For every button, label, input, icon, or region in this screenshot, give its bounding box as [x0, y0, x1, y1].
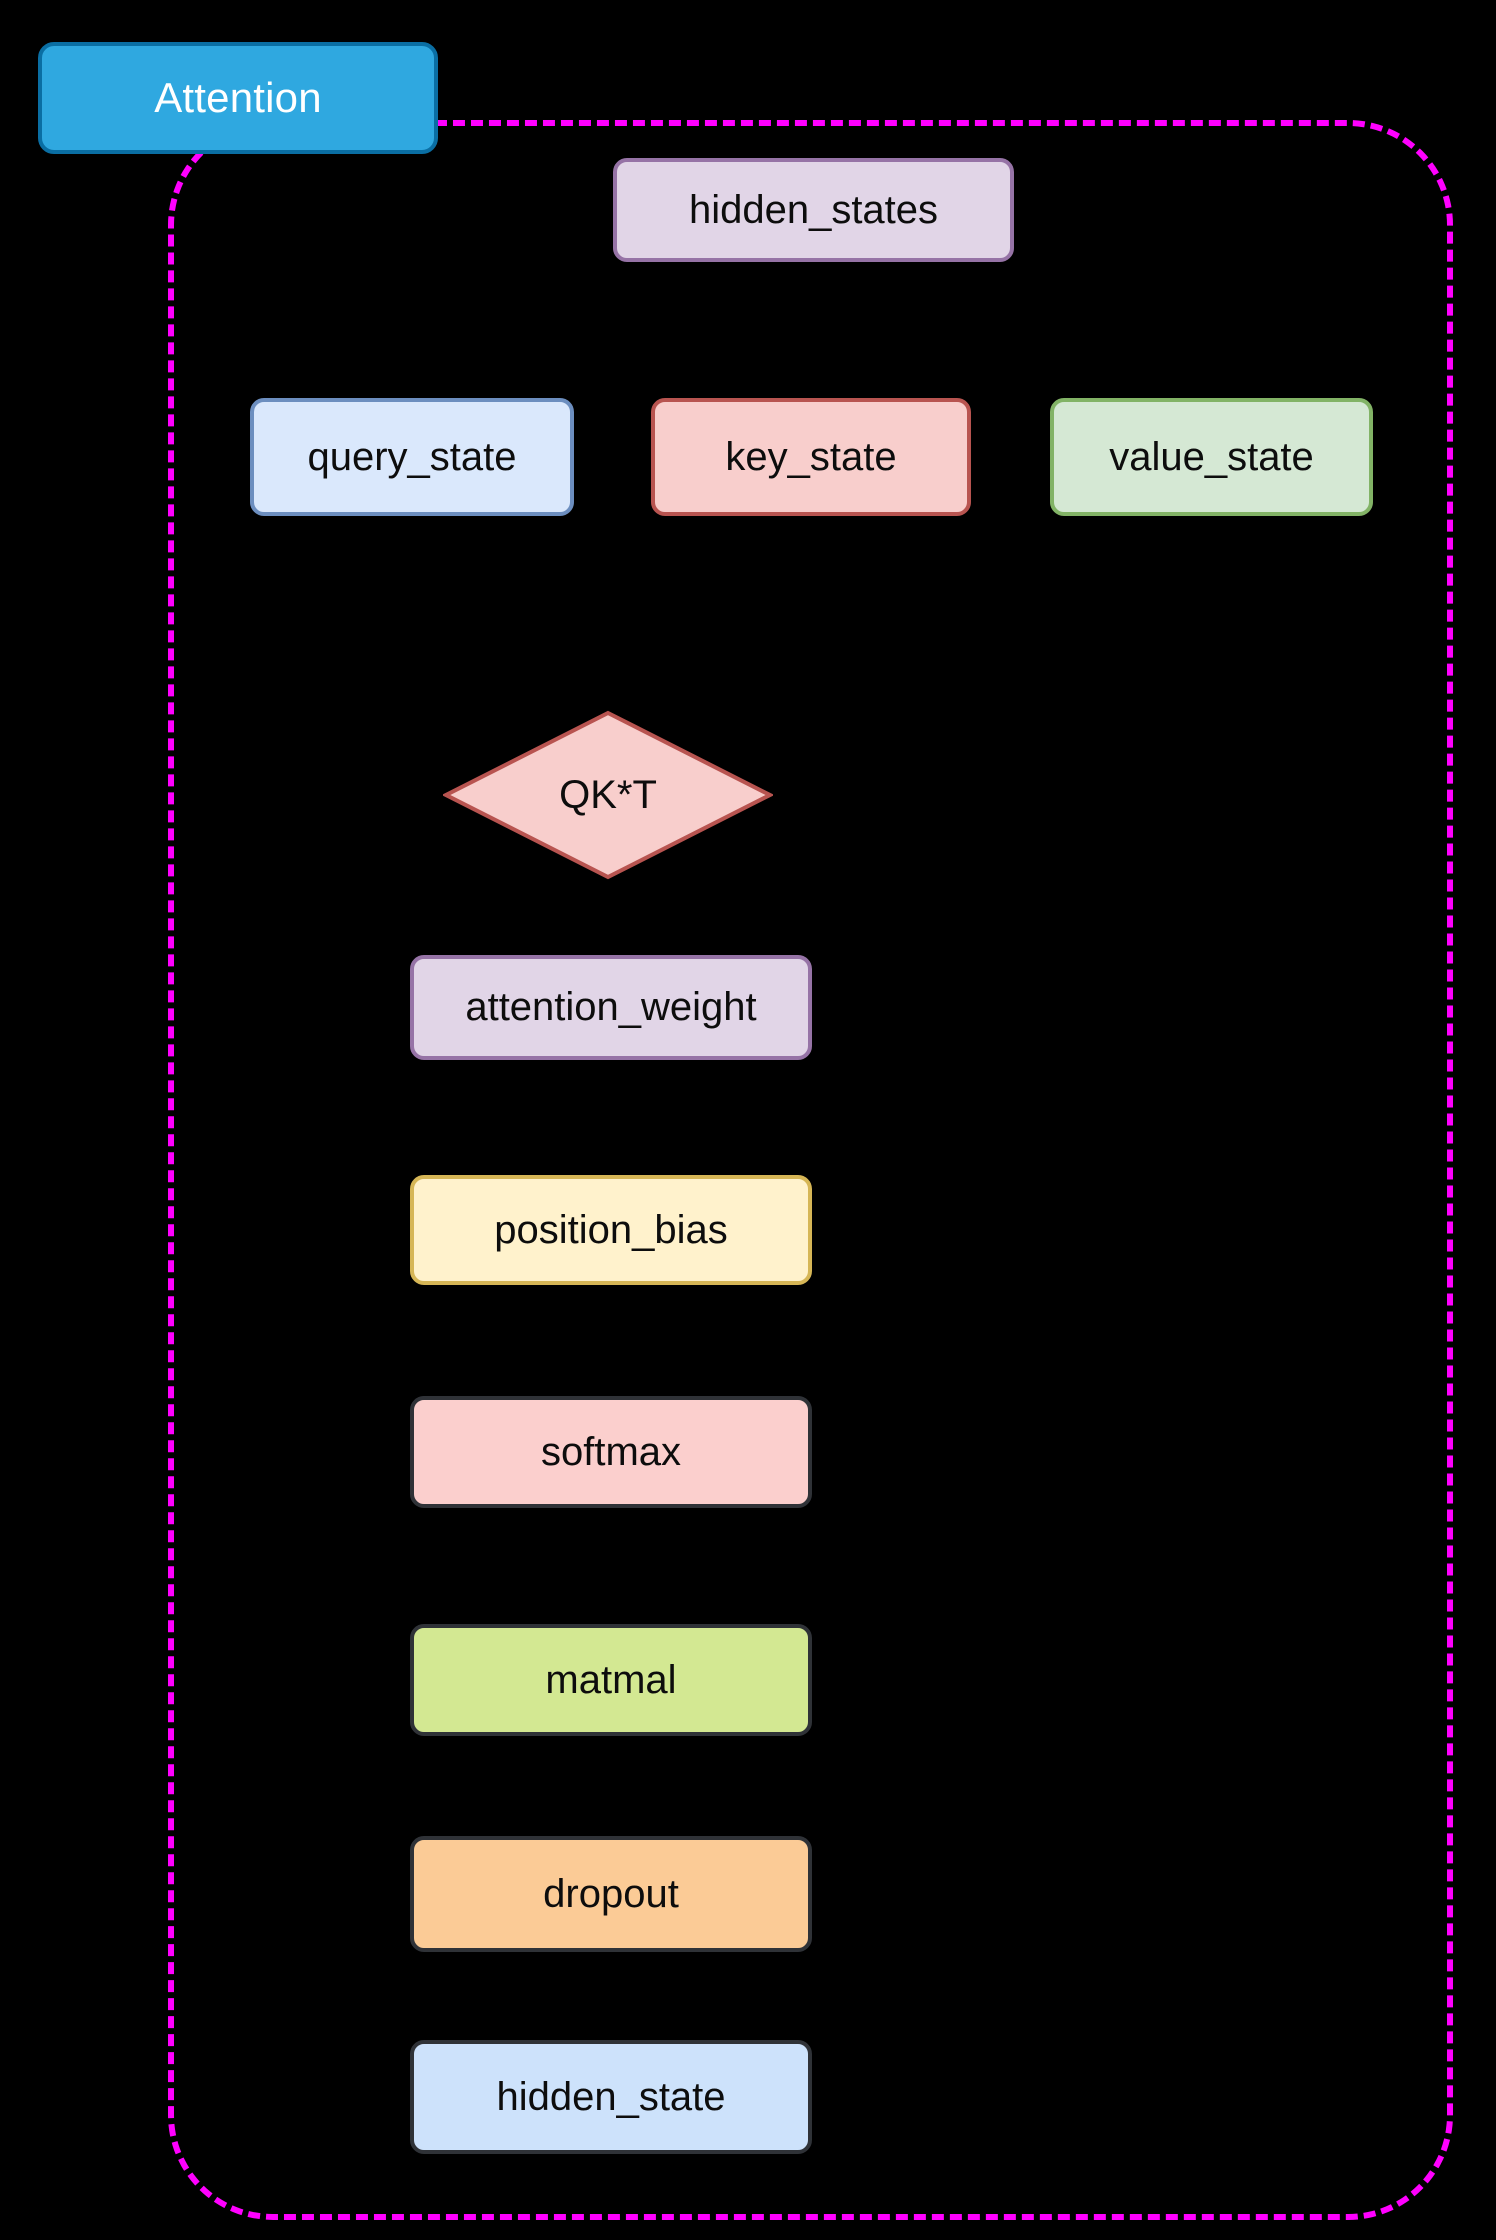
node-position_bias[interactable]: position_bias [410, 1175, 812, 1285]
node-label-hidden_state: hidden_state [496, 2074, 726, 2119]
node-label-attention_weight: attention_weight [465, 985, 757, 1029]
node-dropout[interactable]: dropout [410, 1836, 812, 1952]
node-matmal[interactable]: matmal [410, 1624, 812, 1736]
diamond-shape [443, 710, 773, 880]
subgraph-title-attention[interactable]: Attention [38, 42, 438, 154]
node-label-query_state: query_state [307, 434, 517, 479]
node-hidden_states[interactable]: hidden_states [613, 158, 1014, 262]
node-hidden_state[interactable]: hidden_state [410, 2040, 812, 2154]
node-query_state[interactable]: query_state [250, 398, 574, 516]
node-label-qkt: QK*T [559, 772, 657, 817]
node-softmax[interactable]: softmax [410, 1396, 812, 1508]
node-label-hidden_states: hidden_states [688, 187, 939, 232]
node-label-key_state: key_state [725, 434, 897, 479]
attention-subgraph-boundary [168, 120, 1453, 2220]
subgraph-title-label: Attention [154, 74, 322, 121]
node-qkt[interactable]: QK*T [443, 710, 773, 880]
node-value_state[interactable]: value_state [1050, 398, 1373, 516]
node-key_state[interactable]: key_state [651, 398, 971, 516]
node-label-matmal: matmal [545, 1657, 677, 1702]
node-label-value_state: value_state [1109, 434, 1314, 479]
node-label-softmax: softmax [540, 1429, 682, 1474]
node-attention_weight[interactable]: attention_weight [410, 955, 812, 1060]
node-label-position_bias: position_bias [494, 1207, 728, 1252]
node-label-dropout: dropout [543, 1871, 679, 1916]
